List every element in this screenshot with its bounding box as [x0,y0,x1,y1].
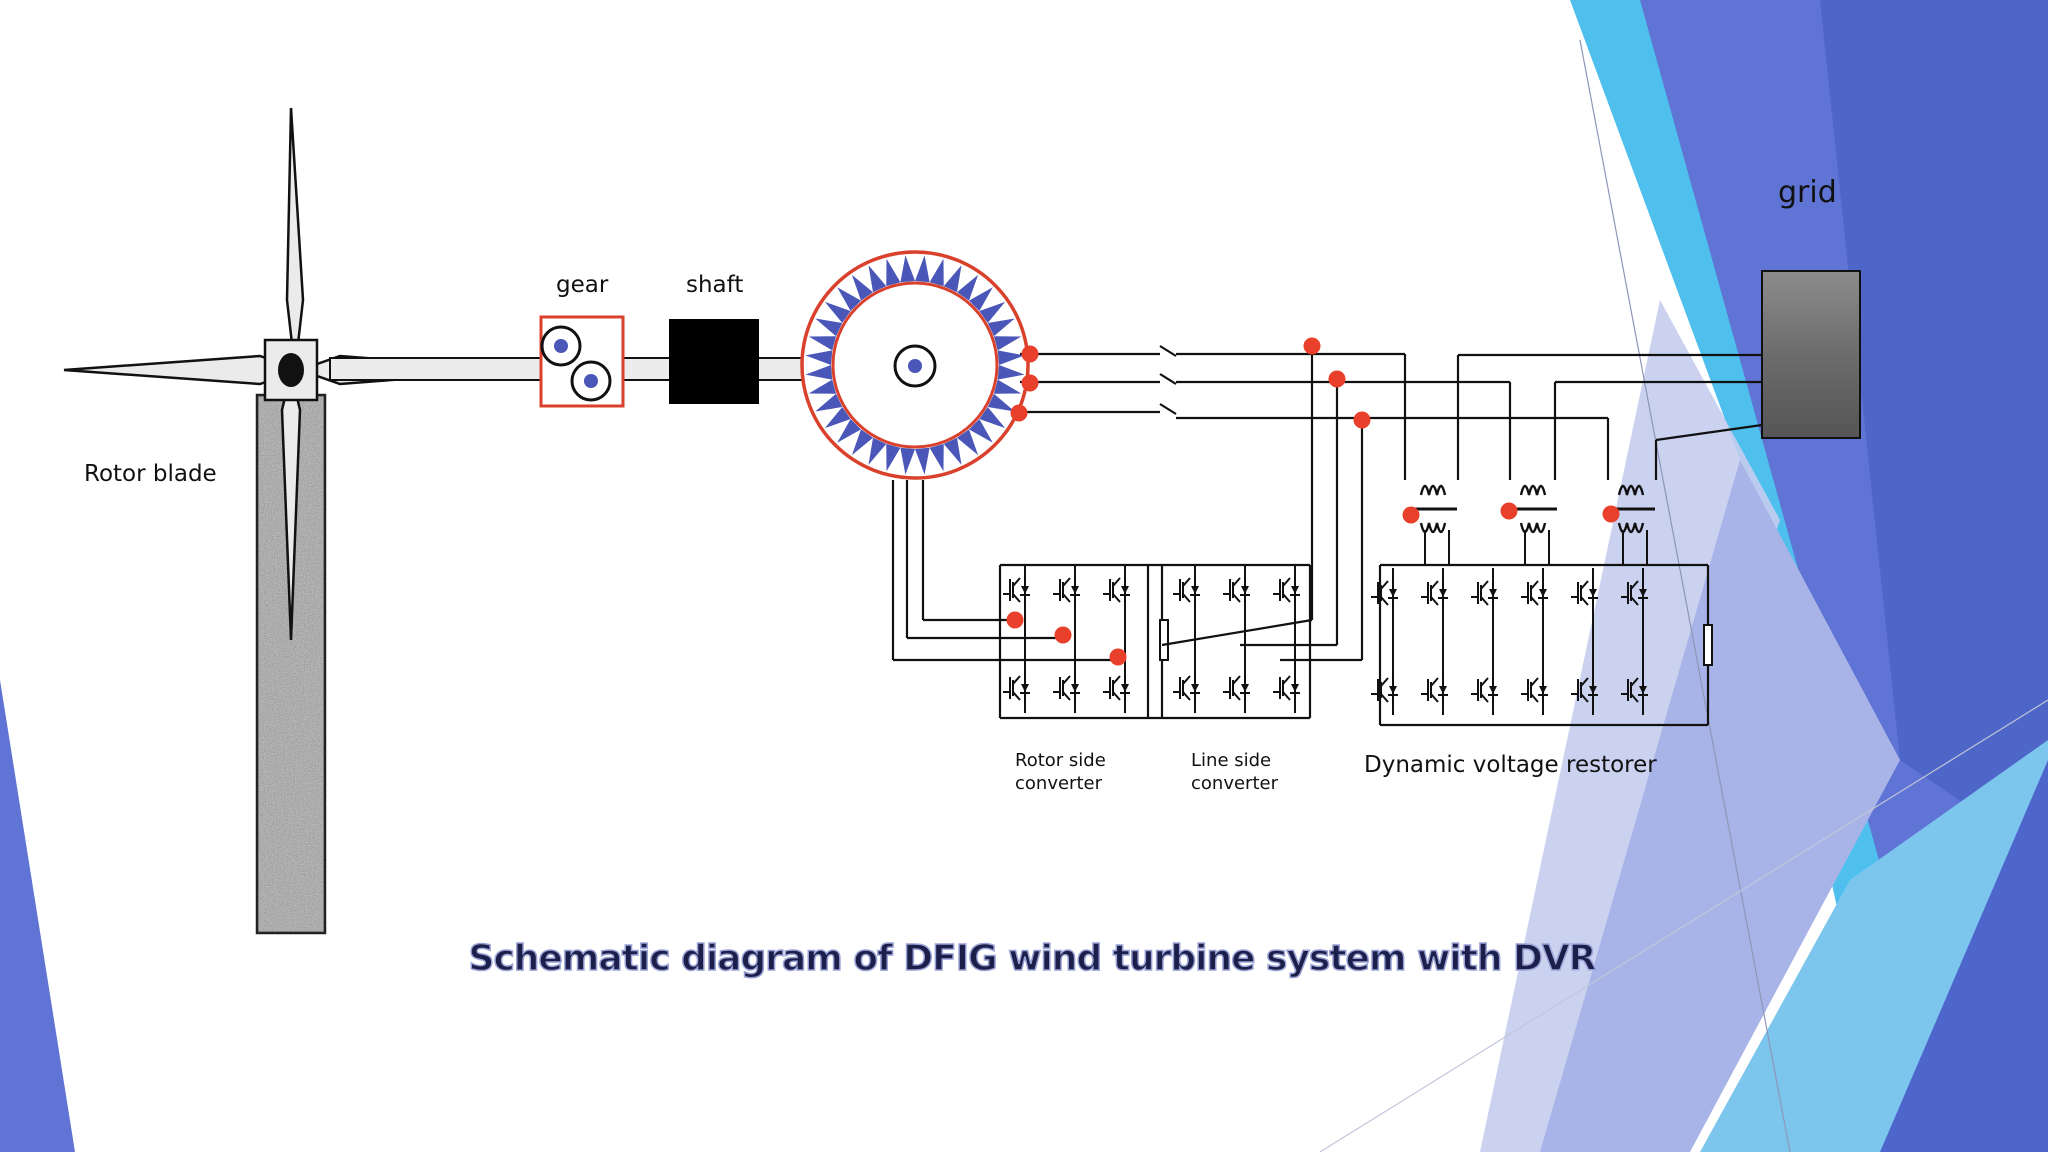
measurement-dot [1402,506,1420,524]
generator-tooth [915,447,930,475]
generator-tooth [943,437,962,465]
generator-tooth [805,365,833,380]
generator-tooth [900,255,915,283]
dfig-generator [800,250,1030,480]
back-to-back-converter: Rotor side converter Line side converter [998,563,1362,794]
generator-tooth [815,318,843,337]
series-transformer [1513,484,1559,534]
measurement-points [1006,337,1620,666]
generator-tooth [851,429,873,456]
generator-tooth [997,365,1025,380]
diagram-title: Schematic diagram of DFIG wind turbine s… [469,938,1596,979]
measurement-dot [1602,505,1620,523]
generator-tooth [987,318,1015,337]
generator-tooth [979,301,1006,323]
generator-tooth [929,443,944,472]
generator-tooth [886,258,901,287]
rotor-leads [891,480,1118,662]
generator-tooth [993,379,1022,394]
generator-tooth [808,379,837,394]
generator-tooth [979,407,1006,429]
generator-teeth [805,255,1025,475]
generator-tooth [993,336,1022,351]
rotor-blade-label: Rotor blade [84,461,217,487]
drive-train: gear shaft [329,272,821,408]
grid-label: grid [1778,175,1837,210]
shaft [669,319,759,404]
generator-tooth [868,437,887,465]
series-transformer [1413,484,1459,534]
generator-tooth [915,255,930,283]
gear-label: gear [556,272,609,298]
measurement-dot [1303,337,1321,355]
generator-tooth [824,407,851,429]
measurement-dot [1021,345,1039,363]
rotor-side-label-2: converter [1015,773,1103,794]
measurement-dot [1328,370,1346,388]
measurement-dot [1353,411,1371,429]
dynamic-voltage-restorer: Dynamic voltage restorer [1364,484,1713,778]
generator-tooth [957,429,979,456]
line-side-label-2: converter [1191,773,1279,794]
line-side-label-1: Line side [1191,750,1271,771]
grid: grid [1761,175,1861,439]
dvr-label: Dynamic voltage restorer [1364,752,1657,778]
grid-box [1761,270,1861,439]
generator-tooth [987,393,1015,412]
measurement-dot [1006,611,1024,629]
generator-tooth [968,418,993,443]
generator-tooth [943,265,962,293]
generator-tooth [929,258,944,287]
rotor-side-label-1: Rotor side [1015,750,1106,771]
generator-tooth [886,443,901,472]
generator-tooth [997,350,1025,365]
wind-turbine: Rotor blade [63,107,521,935]
shaft-label: shaft [686,272,743,298]
generator-tooth [805,350,833,365]
measurement-dot [1109,648,1127,666]
measurement-dot [1500,502,1518,520]
generator-tooth [824,301,851,323]
generator-tooth [968,287,993,312]
generator-tooth [815,393,843,412]
generator-tooth [837,287,862,312]
measurement-dot [1010,404,1028,422]
generator-tooth [808,336,837,351]
generator-tooth [851,274,873,301]
generator-tooth [957,274,979,301]
measurement-dot [1054,626,1072,644]
measurement-dot [1021,374,1039,392]
generator-tooth [837,418,862,443]
generator-tooth [900,447,915,475]
hub [278,353,304,387]
generator-tooth [868,265,887,293]
